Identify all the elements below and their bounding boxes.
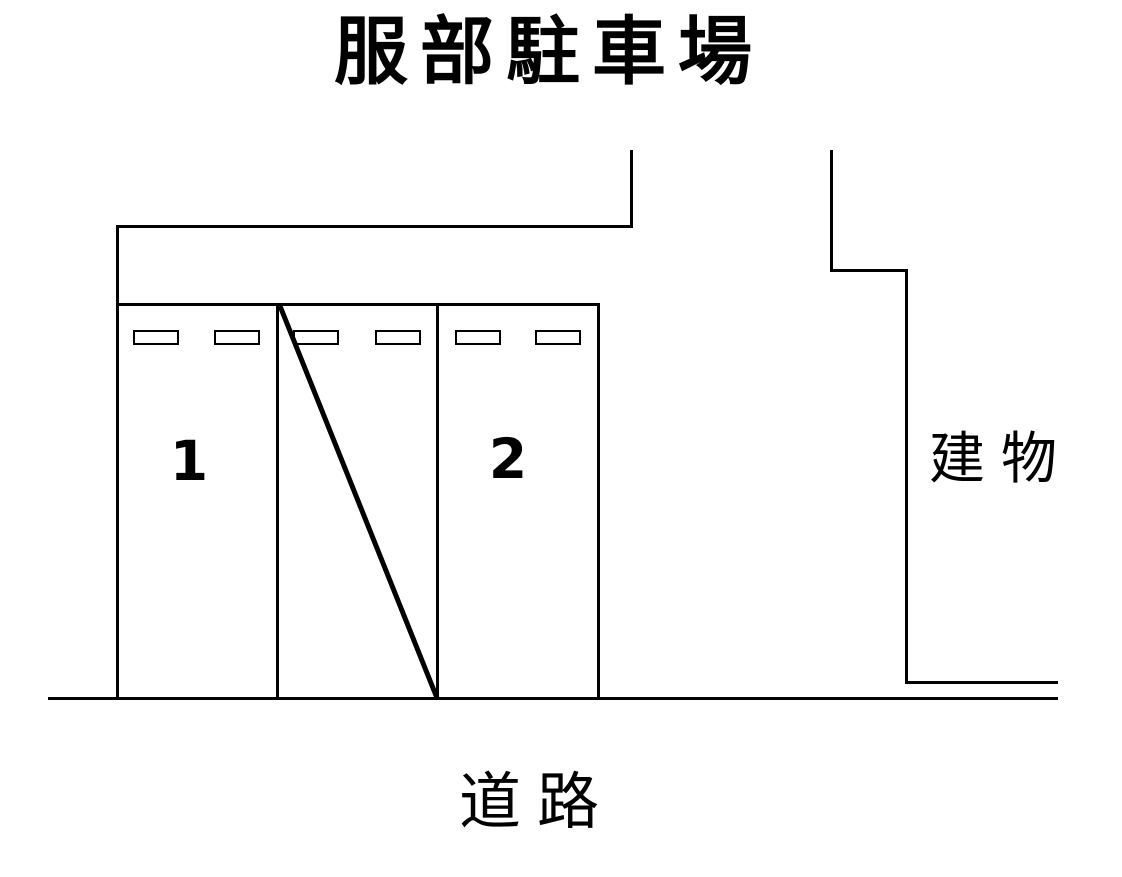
building-outline-bottom-horizontal: [905, 681, 1058, 684]
building-label: 建物: [929, 427, 1073, 492]
parking-divider-1: [276, 303, 279, 700]
space-2-number: 2: [488, 427, 528, 491]
wheel-stop-mark: [455, 330, 501, 345]
wheel-stop-mark: [133, 330, 179, 345]
fence-horizontal-line: [116, 225, 633, 228]
parking-right-edge-line: [597, 303, 600, 700]
wheel-stop-mark: [375, 330, 421, 345]
wheel-stop-mark: [214, 330, 260, 345]
parking-top-line: [116, 303, 600, 306]
building-outline-left-vertical: [905, 269, 908, 684]
wheel-stop-mark: [535, 330, 581, 345]
road-line: [48, 697, 1058, 700]
road-label: 道路: [458, 765, 616, 838]
building-outline-upper-vertical: [830, 150, 833, 272]
building-outline-step-horizontal: [830, 269, 908, 272]
diagram-title: 服部駐車場: [334, 9, 764, 95]
parking-divider-2: [436, 303, 439, 700]
parking-left-edge-line: [116, 225, 119, 700]
fence-vertical-line: [630, 150, 633, 228]
wheel-stop-mark: [293, 330, 339, 345]
cross-out-line: [277, 305, 440, 699]
space-1-number: 1: [169, 429, 209, 493]
